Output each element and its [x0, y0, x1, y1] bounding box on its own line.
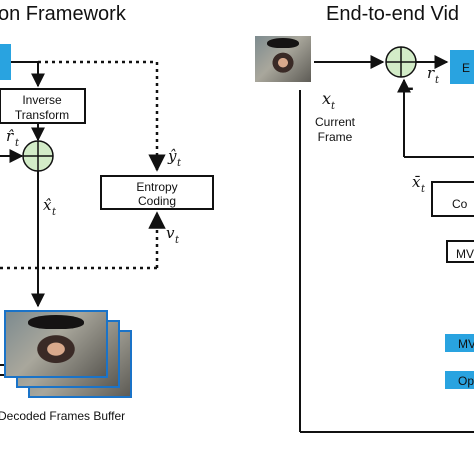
x-bar-label: x̄ [412, 173, 421, 191]
left-blue-box [0, 44, 11, 80]
compensation-box [431, 181, 474, 217]
r-hat-label: r̂ [6, 127, 14, 145]
mv-box-label: MV [456, 247, 474, 261]
entropy-label-1: Entropy [136, 180, 177, 194]
y-hat-sub: t [177, 158, 182, 169]
right-title: End-to-end Vid [326, 3, 459, 25]
v-label: v [166, 224, 175, 242]
inverse-label-2: Transform [15, 108, 69, 122]
x-label: x [322, 89, 331, 108]
x-hat-sub: t [52, 207, 57, 218]
op-blue-box-label: Op [458, 374, 474, 388]
compensation-box-label: Co [452, 197, 468, 211]
buffer-frame-1 [4, 310, 108, 378]
current-frame-label-1: Current [315, 115, 356, 129]
r-label: r [427, 64, 435, 82]
buffer-label: Decoded Frames Buffer [0, 409, 125, 423]
inverse-label-1: Inverse [22, 93, 62, 107]
entropy-coding-box [100, 175, 214, 210]
x-hat-label: x̂ [43, 196, 52, 214]
current-frame-image [255, 36, 311, 82]
op-blue-box [445, 371, 474, 389]
encoder-box-label: E [462, 61, 470, 75]
r-sub: t [435, 75, 440, 86]
x-bar-sub: t [421, 184, 426, 195]
right-sum-node [385, 46, 417, 78]
entropy-label-2: Coding [138, 194, 176, 208]
mv-blue-box-label: MV [458, 337, 474, 351]
encoder-box [450, 50, 474, 84]
v-sub: t [175, 235, 180, 246]
current-frame-label-2: Frame [318, 130, 353, 144]
x-sub: t [331, 101, 336, 112]
r-hat-sub: t [15, 138, 20, 149]
mv-blue-box [445, 334, 474, 352]
inverse-transform-box [0, 88, 86, 124]
minus-sign: - [407, 77, 414, 99]
mv-box [446, 240, 474, 263]
left-title: on Framework [0, 3, 127, 25]
y-hat-label: ŷ [167, 147, 177, 165]
left-sum-node [22, 140, 54, 172]
